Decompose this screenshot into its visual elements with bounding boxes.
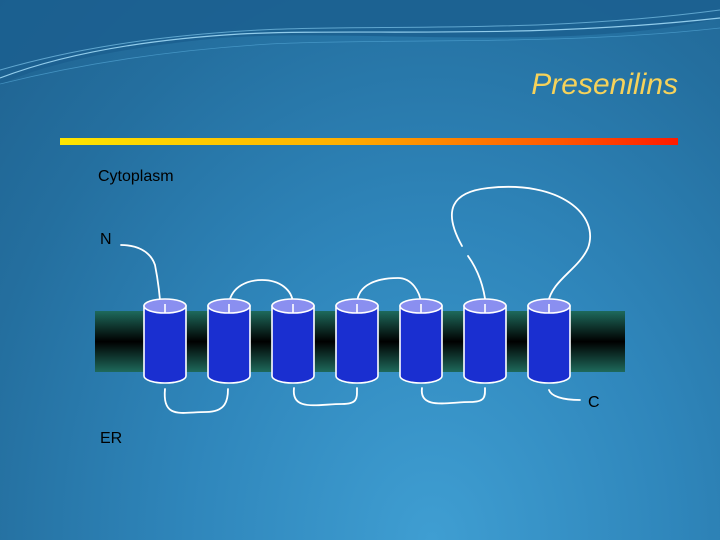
loop-in-3-4 <box>293 387 358 407</box>
c-terminus-label: C <box>588 394 600 411</box>
transmembrane-helices <box>143 298 571 384</box>
n-terminus-label: N <box>100 231 112 248</box>
title-underline-bar <box>60 138 678 145</box>
er-label: ER <box>100 430 123 447</box>
loop-out-6-7-big <box>451 185 591 304</box>
helix-body <box>207 305 251 384</box>
helix-body <box>399 305 443 384</box>
helix-body <box>335 305 379 384</box>
cytoplasm-label: Cytoplasm <box>98 168 174 185</box>
loop-in-5-6 <box>421 387 486 405</box>
helix-body <box>527 305 571 384</box>
transmembrane-helix <box>143 298 187 384</box>
wave-line-1 <box>0 17 720 79</box>
loop-out-4-5 <box>356 277 422 304</box>
loop-in-1-2 <box>163 388 229 414</box>
helix-body <box>143 305 187 384</box>
helix-body <box>463 305 507 384</box>
wave-fill <box>0 0 720 85</box>
transmembrane-helix <box>207 298 251 384</box>
transmembrane-helix <box>335 298 379 384</box>
header-wave <box>0 0 720 85</box>
transmembrane-helix <box>271 298 315 384</box>
loop-out-2-3 <box>228 279 294 304</box>
wave-line-3 <box>0 27 720 85</box>
slide-title: Presenilins <box>531 68 678 101</box>
wave-line-2 <box>0 9 720 71</box>
transmembrane-helix <box>463 298 507 384</box>
transmembrane-helix <box>399 298 443 384</box>
transmembrane-helix <box>527 298 571 384</box>
helix-body <box>271 305 315 384</box>
c-terminus-strand <box>548 389 581 401</box>
n-terminus-strand <box>120 244 162 315</box>
